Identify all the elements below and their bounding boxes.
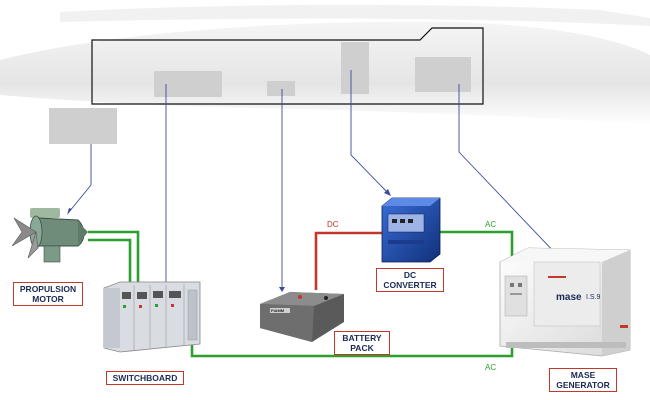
propulsion-motor (11, 208, 88, 263)
yacht-deck (60, 4, 650, 27)
wire-converter-generator (440, 230, 514, 258)
location-box-converter (341, 42, 369, 94)
label-mase-generator: MASE GENERATOR (549, 368, 617, 392)
arrow-propulsion (67, 208, 72, 215)
wire-motor-switchboard-2 (88, 238, 132, 282)
label-propulsion-motor-line2: MOTOR (32, 294, 64, 304)
label-battery-pack: BATTERY PACK (334, 331, 390, 355)
battery: FIAMM (260, 292, 344, 342)
label-mase-generator-line1: MASE (570, 370, 596, 380)
leader-arrows (67, 189, 561, 292)
label-dc-converter-line2: CONVERTER (383, 280, 437, 290)
location-box-switchboard (154, 71, 222, 97)
leader-line-generator (458, 84, 559, 257)
dc-converter (381, 197, 441, 263)
wire-motor-switchboard-1 (88, 230, 140, 282)
location-box-battery (267, 81, 295, 96)
generator-model: I.S.9 (586, 294, 601, 301)
location-box-generator (415, 57, 471, 92)
label-dc-converter-line1: DC (403, 270, 417, 280)
arrow-battery (279, 287, 285, 292)
label-propulsion-motor: PROPULSION MOTOR (13, 282, 83, 306)
yacht-hull (0, 21, 650, 126)
label-battery-pack-line2: PACK (350, 343, 374, 353)
switchboard-cabinets (103, 281, 201, 353)
label-switchboard: SWITCHBOARD (106, 371, 184, 385)
mase-generator: mase I.S.9 (499, 247, 631, 357)
label-switchboard-text: SWITCHBOARD (112, 373, 178, 383)
leader-lines (68, 70, 559, 287)
label-dc-converter: DC CONVERTER (376, 268, 444, 292)
leader-line-converter (350, 70, 389, 194)
generator-brand: mase (556, 292, 582, 303)
dc-wire-label: DC (327, 220, 339, 229)
wire-battery-converter (314, 231, 382, 290)
label-mase-generator-line2: GENERATOR (556, 380, 610, 390)
ac-wire-label-bottom: AC (485, 363, 497, 372)
label-propulsion-motor-line1: PROPULSION (19, 284, 77, 294)
leader-line-propulsion (68, 144, 92, 213)
location-box-propulsion (49, 108, 117, 144)
ac-wire-label-top: AC (485, 220, 497, 229)
label-battery-pack-line1: BATTERY (342, 333, 382, 343)
arrow-converter (384, 189, 391, 196)
battery-brand: FIAMM (271, 308, 285, 313)
hull-outline (91, 27, 484, 105)
